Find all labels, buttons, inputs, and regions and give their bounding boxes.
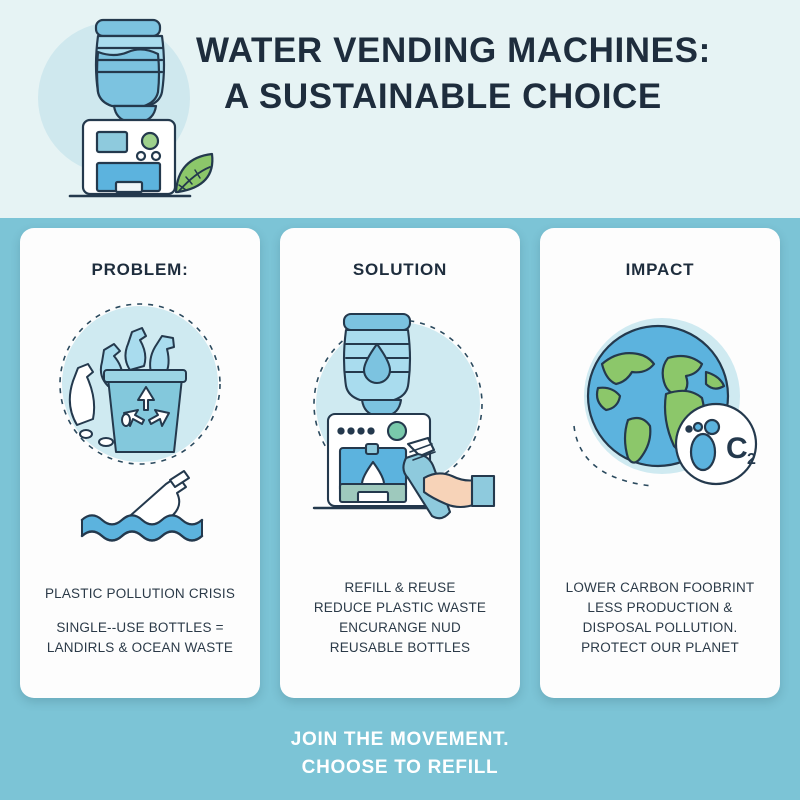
card-solution[interactable]: SOLUTION	[280, 228, 520, 698]
problem-line-3: LANDIRLS & OCEAN WASTE	[46, 640, 234, 655]
impact-line-2: LESS PRODUCTION &	[587, 600, 733, 615]
card-impact-text: LOWER CARBON FOOBRINT LESS PRODUCTION & …	[548, 578, 772, 658]
impact-line-3: DISPOSAL POLLUTION.	[582, 620, 738, 635]
header-band: WATER VENDING MACHINES: A SUSTAINABLE CH…	[0, 0, 800, 218]
title-line-2: A SUSTAINABLE CHOICE	[224, 77, 662, 116]
solution-line-4: REUSABLE BOTTLES	[329, 640, 471, 655]
problem-line-2: SINGLE--USE BOTTLES =	[56, 620, 224, 635]
footer-line-1: JOIN THE MOVEMENT.	[290, 729, 510, 750]
solution-line-1: REFILL & REUSE	[344, 580, 456, 595]
footer-line-2: CHOOSE TO REFILL	[301, 757, 499, 778]
plastic-waste-icon	[59, 303, 221, 542]
card-problem[interactable]: PROBLEM:	[20, 228, 260, 698]
solution-line-2: REDUCE PLASTIC WASTE	[313, 600, 487, 615]
card-solution-title: SOLUTION	[352, 260, 448, 279]
impact-line-1: LOWER CARBON FOOBRINT	[565, 580, 755, 595]
page-title: WATER VENDING MACHINES: A SUSTAINABLE CH…	[196, 28, 776, 120]
card-solution-text: REFILL & REUSE REDUCE PLASTIC WASTE ENCU…	[288, 578, 512, 658]
globe-carbon-icon: C 2	[573, 318, 758, 487]
card-problem-title: PROBLEM:	[91, 260, 189, 279]
card-row: PROBLEM:	[0, 228, 800, 698]
problem-line-1: PLASTIC POLLUTION CRISIS	[44, 586, 236, 601]
carbon-subscript: 2	[747, 451, 756, 468]
card-impact-title: IMPACT	[625, 260, 695, 279]
footer-callout: JOIN THE MOVEMENT. CHOOSE TO REFILL	[0, 726, 800, 782]
water-dispenser-icon	[68, 18, 214, 198]
card-problem-text: PLASTIC POLLUTION CRISIS SINGLE--USE BOT…	[28, 584, 252, 658]
title-line-1: WATER VENDING MACHINES:	[196, 31, 711, 70]
solution-line-3: ENCURANGE NUD	[339, 620, 461, 635]
card-impact[interactable]: IMPACT	[540, 228, 780, 698]
carbon-label: C	[726, 432, 748, 465]
impact-line-4: PROTECT OUR PLANET	[581, 640, 739, 655]
refill-dispenser-icon	[312, 312, 496, 520]
